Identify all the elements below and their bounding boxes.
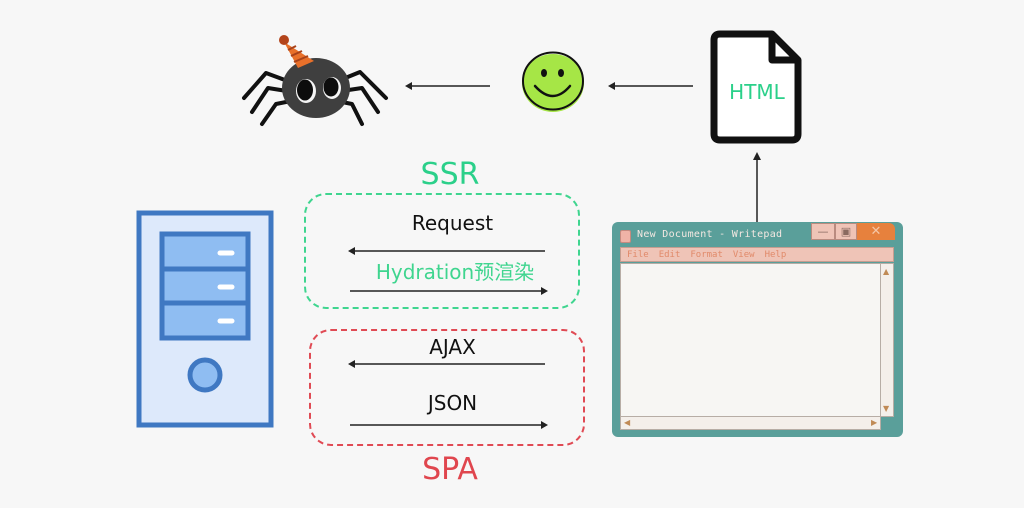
scroll-right-icon[interactable]: ▶ (871, 418, 878, 427)
request-label: Request (411, 211, 494, 235)
window-title: New Document - Writepad (637, 229, 783, 240)
document-text-area[interactable] (620, 263, 881, 417)
horizontal-scrollbar[interactable] (620, 416, 881, 430)
json-label: JSON (427, 391, 478, 415)
arrow-window-to-file (753, 152, 761, 224)
menu-bar: File Edit Format View Help (620, 247, 894, 262)
json-arrow (350, 421, 548, 429)
ajax-label: AJAX (429, 335, 476, 359)
vertical-scrollbar[interactable] (880, 263, 894, 417)
arrow-smiley-to-spider (405, 82, 490, 90)
menu-help[interactable]: Help (764, 249, 787, 260)
arrow-file-to-smiley (608, 82, 693, 90)
spa-title: SPA (422, 452, 478, 487)
request-arrow (348, 247, 545, 255)
smiley-face-icon (522, 51, 584, 112)
menu-format[interactable]: Format (690, 249, 723, 260)
server-tower-icon (136, 210, 274, 428)
scroll-up-icon[interactable]: ▲ (883, 267, 890, 276)
scroll-left-icon[interactable]: ◀ (624, 418, 631, 427)
ssr-title: SSR (420, 157, 480, 192)
menu-view[interactable]: View (732, 249, 755, 260)
spider-icon (242, 35, 388, 126)
spa-box (309, 329, 585, 446)
html-file-label: HTML (729, 80, 785, 104)
hydration-arrow (350, 287, 548, 295)
menu-edit[interactable]: Edit (658, 249, 681, 260)
hydration-label: Hydration预渲染 (375, 260, 535, 284)
ssr-box (304, 193, 580, 309)
minimize-button[interactable]: — (811, 223, 835, 240)
maximize-button[interactable]: ▣ (835, 223, 857, 240)
ajax-arrow (348, 360, 545, 368)
html-file-icon (710, 30, 802, 144)
menu-file[interactable]: File (627, 249, 649, 260)
document-icon (620, 230, 631, 243)
close-button[interactable]: ✕ (857, 223, 895, 240)
scroll-down-icon[interactable]: ▼ (883, 404, 890, 413)
